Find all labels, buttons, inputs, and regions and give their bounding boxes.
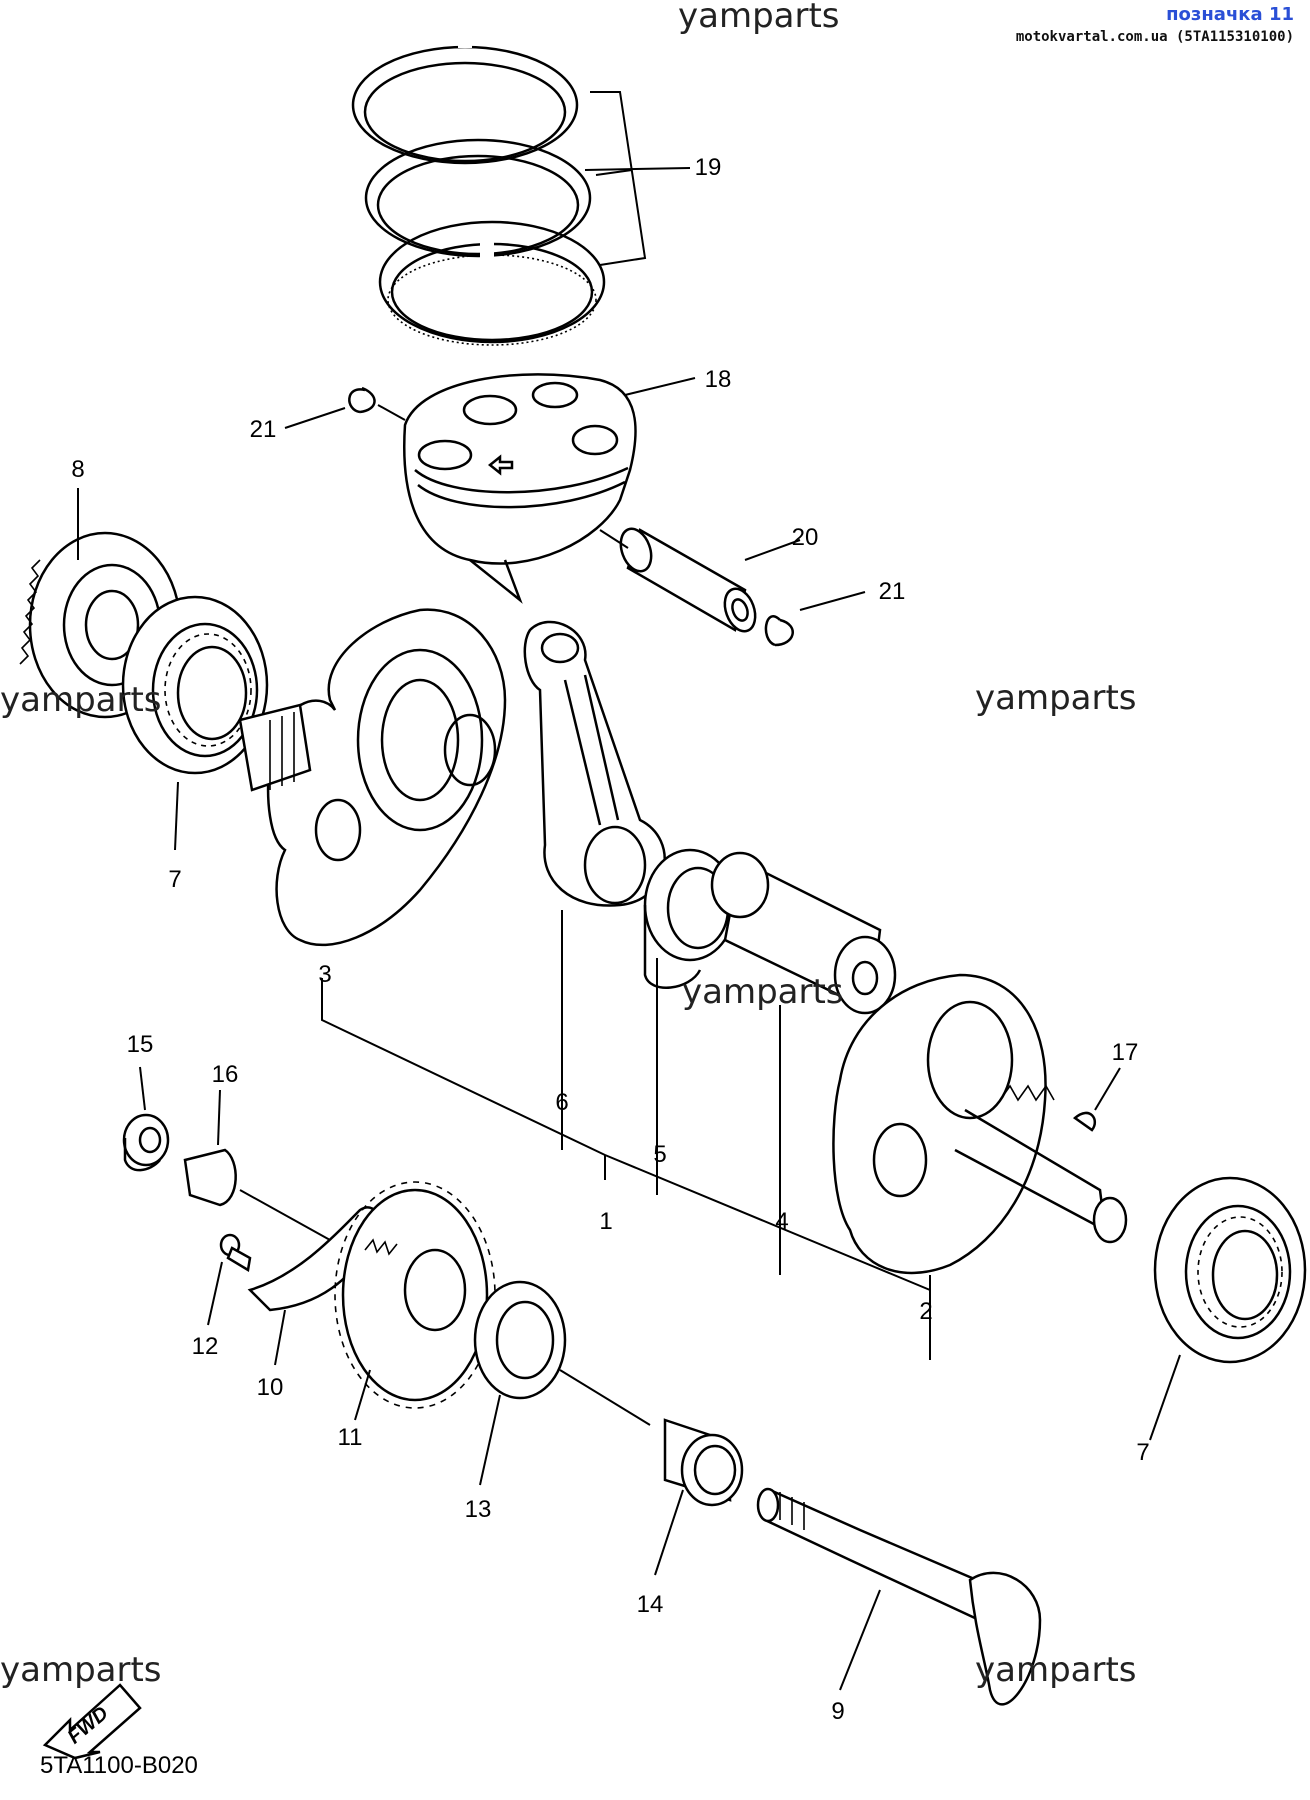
callout-19: 19 xyxy=(694,154,722,181)
header-site-text: motokvartal.com.ua (5TA115310100) xyxy=(1015,29,1294,45)
callout-16: 16 xyxy=(211,1061,239,1088)
watermark-right: yamparts xyxy=(975,678,1137,718)
crank-web-2 xyxy=(832,973,1128,1275)
crank-web-3 xyxy=(238,608,507,947)
callout-4: 4 xyxy=(775,1208,789,1235)
connecting-rod xyxy=(523,620,666,907)
header-link[interactable]: позначка 11 motokvartal.com.ua (5TA11531… xyxy=(1016,4,1294,45)
crank-pin-4 xyxy=(710,851,897,1015)
bolt-12 xyxy=(219,1233,252,1273)
fwd-arrow-icon: FWD xyxy=(42,1683,142,1760)
callout-11: 11 xyxy=(337,1424,363,1451)
washer-16 xyxy=(183,1148,237,1207)
clip-21-left xyxy=(348,386,376,414)
watermark-left: yamparts xyxy=(0,680,162,720)
piston-rings xyxy=(351,30,606,346)
bearing-7-left xyxy=(121,595,269,775)
woodruff-key xyxy=(1072,1111,1097,1132)
nut-15 xyxy=(122,1113,170,1172)
bushing-14 xyxy=(663,1418,744,1507)
bearing-13 xyxy=(473,1280,567,1400)
callout-7-right: 7 xyxy=(1136,1439,1150,1466)
callout-21-left: 21 xyxy=(249,416,277,443)
kick-shaft-9 xyxy=(756,1487,1042,1706)
clip-21-right xyxy=(764,615,794,647)
callout-10: 10 xyxy=(256,1374,284,1401)
bearing-7-right xyxy=(1153,1176,1307,1364)
watermark-bottom-left: yamparts xyxy=(0,1650,162,1690)
callout-5: 5 xyxy=(653,1141,667,1168)
callout-12: 12 xyxy=(191,1333,219,1360)
callout-14: 14 xyxy=(636,1591,664,1618)
callout-3: 3 xyxy=(318,961,332,988)
callout-21-right: 21 xyxy=(878,578,906,605)
callout-8: 8 xyxy=(71,456,85,483)
callout-15: 15 xyxy=(126,1031,154,1058)
callout-18: 18 xyxy=(704,366,732,393)
watermark-bottom-right: yamparts xyxy=(975,1650,1137,1690)
diagram-code: 5TA1100-B020 xyxy=(40,1752,198,1779)
watermark-center: yamparts xyxy=(682,972,844,1012)
gear-11 xyxy=(334,1181,496,1409)
piston xyxy=(403,373,637,604)
callout-9: 9 xyxy=(831,1698,845,1725)
callout-6: 6 xyxy=(555,1089,569,1116)
bracket-19 xyxy=(590,91,647,266)
callout-2: 2 xyxy=(919,1298,933,1325)
header-link-text[interactable]: позначка 11 xyxy=(1166,4,1294,25)
callout-20: 20 xyxy=(791,524,819,551)
watermark-top: yamparts xyxy=(678,0,840,36)
piston-pin xyxy=(619,527,757,633)
callout-13: 13 xyxy=(464,1496,492,1523)
callout-7-left: 7 xyxy=(168,866,182,893)
callout-1: 1 xyxy=(599,1208,613,1235)
callout-17: 17 xyxy=(1111,1039,1139,1066)
